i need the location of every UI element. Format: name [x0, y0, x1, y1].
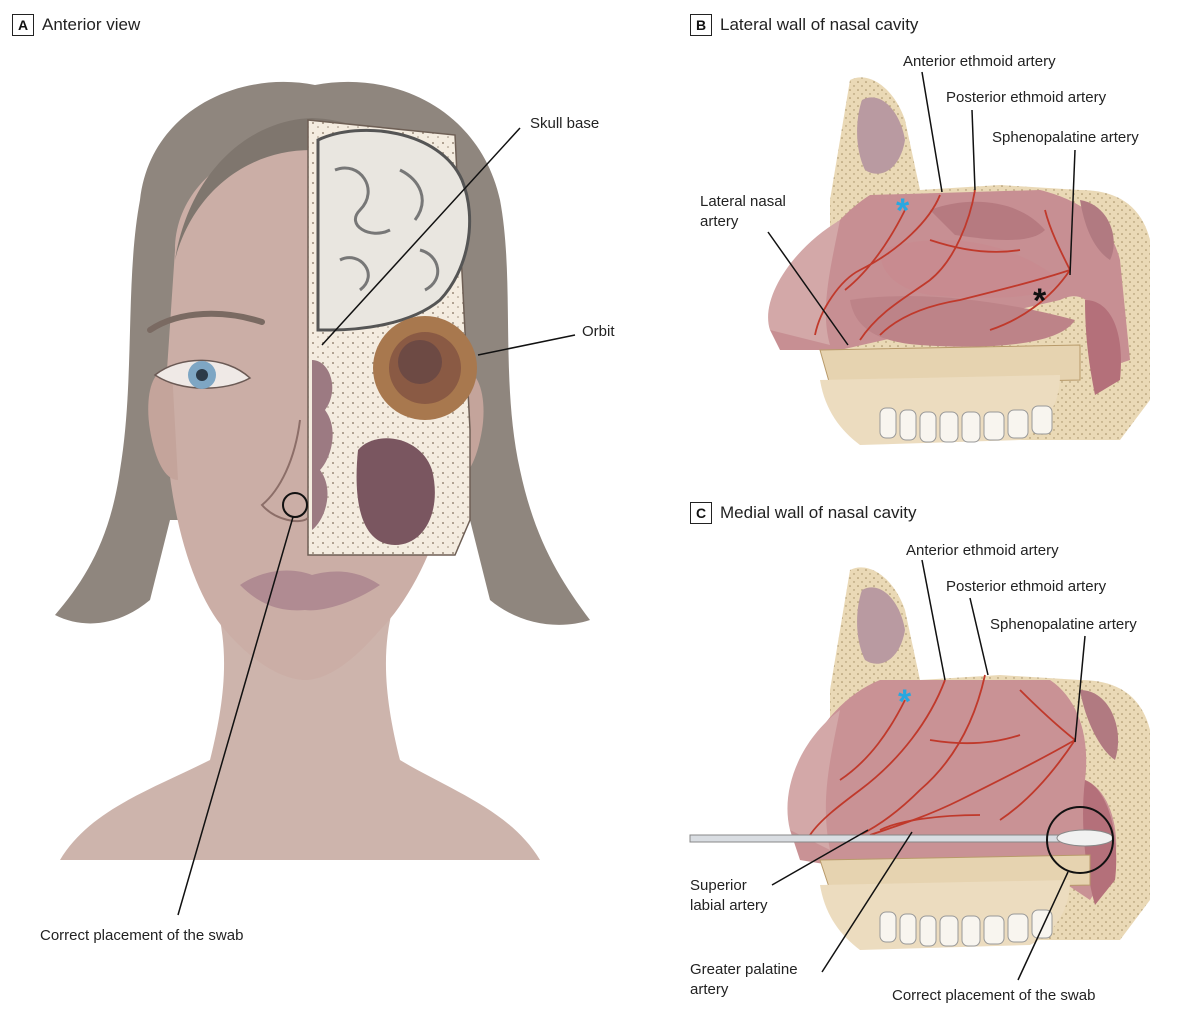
- label-b-sphenopalatine: Sphenopalatine artery: [992, 128, 1139, 148]
- leader-c-posterior-ethmoid: [970, 598, 988, 675]
- label-b-posterior-ethmoid: Posterior ethmoid artery: [946, 88, 1106, 108]
- label-c-superior-labial-line2: labial artery: [690, 896, 768, 916]
- label-c-greater-palatine-line2: artery: [690, 980, 798, 1000]
- marker-blue-c: *: [898, 683, 912, 721]
- label-swab-c: Correct placement of the swab: [892, 986, 1095, 1006]
- label-c-greater-palatine-line1: Greater palatine: [690, 960, 798, 980]
- label-skull-base: Skull base: [530, 114, 599, 134]
- swab-tip: [1057, 830, 1113, 846]
- marker-black-b: *: [1033, 282, 1047, 320]
- label-c-superior-labial-line1: Superior: [690, 876, 768, 896]
- label-c-superior-labial: Superior labial artery: [690, 876, 768, 915]
- label-c-posterior-ethmoid: Posterior ethmoid artery: [946, 577, 1106, 597]
- leader-b-posterior-ethmoid: [972, 110, 975, 190]
- marker-blue-b: *: [896, 192, 910, 230]
- panel-a-face: [55, 82, 590, 915]
- label-b-lateral-nasal-line1: Lateral nasal: [700, 192, 786, 212]
- label-c-anterior-ethmoid: Anterior ethmoid artery: [906, 541, 1059, 561]
- label-swab-a: Correct placement of the swab: [40, 926, 243, 946]
- label-b-anterior-ethmoid: Anterior ethmoid artery: [903, 52, 1056, 72]
- label-c-greater-palatine: Greater palatine artery: [690, 960, 798, 999]
- leader-b-anterior-ethmoid: [922, 72, 942, 192]
- leader-c-anterior-ethmoid: [922, 560, 945, 680]
- label-b-lateral-nasal: Lateral nasal artery: [700, 192, 786, 231]
- label-b-lateral-nasal-line2: artery: [700, 212, 786, 232]
- label-c-sphenopalatine: Sphenopalatine artery: [990, 615, 1137, 635]
- label-orbit: Orbit: [582, 322, 615, 342]
